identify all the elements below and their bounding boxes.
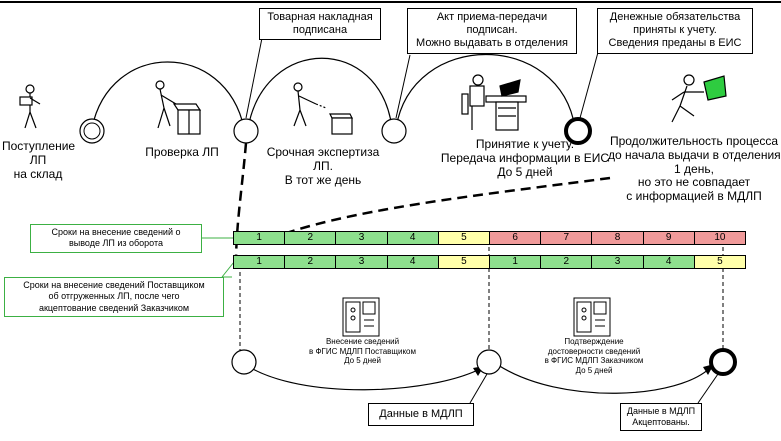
callout-supplier-terms: Сроки на внесение сведений Поставщиком о… [4, 277, 224, 317]
person-inspecting-icon [155, 80, 202, 135]
circle-obligations [564, 117, 592, 145]
row2-cell: 4 [642, 255, 695, 269]
arc-1 [91, 61, 245, 129]
circle-mdlp-accepted [709, 348, 737, 376]
pointer-supplier [221, 261, 235, 278]
arc-bottom-2 [497, 364, 713, 394]
row2-cell: 2 [540, 255, 593, 269]
row1-cell: 4 [386, 231, 439, 245]
label-continuation: Продолжительность процесса до начала выд… [608, 134, 781, 204]
label-accounting: Принятие к учету. Передача информации в … [440, 137, 610, 179]
row2-cell: 3 [591, 255, 644, 269]
pointer-mdlp-data [469, 373, 488, 404]
running-person-icon [671, 74, 727, 123]
callout-withdrawal-terms: Сроки на внесение сведений о выводе ЛП и… [30, 224, 202, 253]
circle-invoice [233, 118, 259, 144]
arc-3 [395, 54, 576, 129]
callout-obligations: Денежные обязательства приняты к учету. … [597, 8, 753, 54]
row1-cell: 5 [437, 231, 490, 245]
dash-continuation [267, 176, 611, 242]
pointer-invoice [245, 37, 263, 119]
person-at-desk-icon [461, 74, 527, 131]
arc-bottom-1 [245, 364, 483, 391]
row1-cell: 2 [284, 231, 337, 245]
person-examining-icon [293, 82, 353, 135]
label-customer-confirm: Подтверждение достоверности сведений в Ф… [544, 337, 644, 375]
row1-cell: 1 [233, 231, 286, 245]
row2-cell: 5 [693, 255, 746, 269]
server-supplier-icon [342, 297, 380, 337]
label-receipt: Поступление ЛП на склад [2, 139, 76, 181]
circle-start-mdlp [231, 349, 257, 375]
callout-act: Акт приема-передачи подписан. Можно выда… [407, 8, 577, 54]
label-express: Срочная экспертиза ЛП. В тот же день [266, 145, 380, 187]
circle-receipt-inner [83, 122, 101, 140]
circle-act [381, 118, 407, 144]
row1-cell: 3 [335, 231, 388, 245]
row1-cell: 7 [540, 231, 593, 245]
row2-cell: 4 [386, 255, 439, 269]
row1-cell: 10 [693, 231, 746, 245]
callout-invoice: Товарная накладная подписана [259, 8, 381, 41]
row1-cell: 8 [591, 231, 644, 245]
row2-cell: 1 [233, 255, 286, 269]
row1-cell: 9 [642, 231, 695, 245]
row2-cell: 5 [437, 255, 490, 269]
row2-cell: 1 [489, 255, 542, 269]
label-check: Проверка ЛП [145, 145, 219, 159]
row1-cell: 6 [489, 231, 542, 245]
dash-invoice-down [234, 142, 248, 265]
label-supplier-entry: Внесение сведений в ФГИС МДЛП Поставщико… [308, 337, 416, 366]
server-customer-icon [573, 297, 611, 337]
pointer-mdlp-accepted [697, 373, 719, 404]
callout-mdlp-data: Данные в МДЛП [368, 403, 474, 427]
callout-mdlp-accepted: Данные в МДЛП Акцептованы. [620, 403, 702, 431]
row2-cell: 3 [335, 255, 388, 269]
person-carrying-icon [19, 84, 41, 129]
arc-2 [247, 57, 393, 129]
pointer-obligations [579, 44, 601, 119]
circle-mdlp-data [476, 349, 502, 375]
pointer-act [395, 54, 411, 119]
row2-cell: 2 [284, 255, 337, 269]
